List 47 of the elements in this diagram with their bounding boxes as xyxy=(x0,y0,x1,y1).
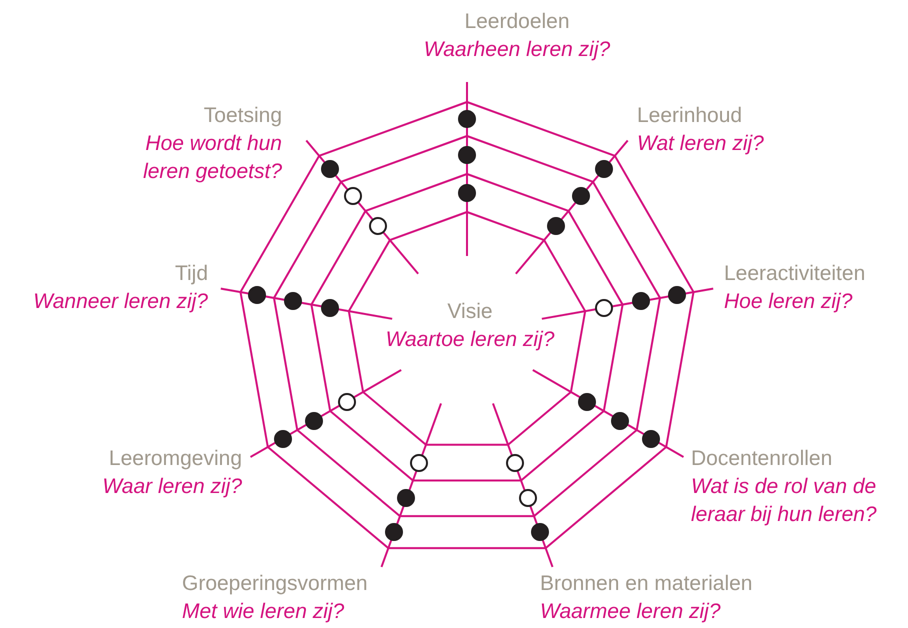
center-question: Waartoe leren zij? xyxy=(384,327,556,353)
filled-dot xyxy=(530,523,549,542)
aspect-heading: Leeromgeving xyxy=(108,446,242,472)
filled-dot xyxy=(458,184,476,202)
open-dot xyxy=(410,454,428,472)
filled-dot xyxy=(594,160,613,178)
aspect-heading: Docentenrollen xyxy=(691,446,834,472)
filled-dot xyxy=(547,216,566,235)
aspect-question: Waarheen leren zij? xyxy=(422,37,612,63)
filled-dot xyxy=(632,292,650,310)
aspect-heading: Tijd xyxy=(174,261,208,287)
open-dot xyxy=(368,216,387,235)
filled-dot xyxy=(642,430,660,448)
filled-dot xyxy=(274,430,292,448)
filled-dot xyxy=(458,110,476,128)
open-dot xyxy=(338,392,356,410)
aspect-question: Waarmee leren zij? xyxy=(540,599,722,625)
filled-dot xyxy=(668,286,686,304)
filled-dot xyxy=(578,392,596,410)
filled-dot xyxy=(321,160,340,178)
aspect-heading: Leerinhoud xyxy=(637,103,744,129)
open-dot xyxy=(506,454,524,472)
filled-dot xyxy=(385,523,404,542)
aspect-heading: Groeperingsvormen xyxy=(182,571,369,597)
aspect-question: Hoe wordt hun leren getoetst? xyxy=(142,131,282,185)
aspect-heading: Leerdoelen xyxy=(463,9,571,35)
aspect-question: Wat is de rol van de leraar bij hun leren? xyxy=(691,474,878,528)
aspect-heading: Toetsing xyxy=(202,103,282,129)
filled-dot xyxy=(458,146,476,164)
open-dot xyxy=(594,298,613,317)
aspect-question: Waar leren zij? xyxy=(101,474,242,500)
open-dot xyxy=(518,489,537,508)
filled-dot xyxy=(397,489,416,508)
aspect-heading: Leeractiviteiten xyxy=(724,261,866,287)
aspect-heading: Bronnen en materialen xyxy=(540,571,754,597)
aspect-question: Met wie leren zij? xyxy=(182,599,346,625)
aspect-question: Hoe leren zij? xyxy=(724,289,854,315)
center-heading: Visie xyxy=(446,299,494,325)
filled-dot xyxy=(611,412,630,430)
aspect-question: Wanneer leren zij? xyxy=(32,289,208,315)
filled-dot xyxy=(284,292,302,310)
filled-dot xyxy=(248,286,266,304)
filled-dot xyxy=(321,298,340,317)
filled-dot xyxy=(304,412,323,430)
filled-dot xyxy=(572,187,590,206)
aspect-question: Wat leren zij? xyxy=(637,131,765,157)
open-dot xyxy=(344,187,362,206)
